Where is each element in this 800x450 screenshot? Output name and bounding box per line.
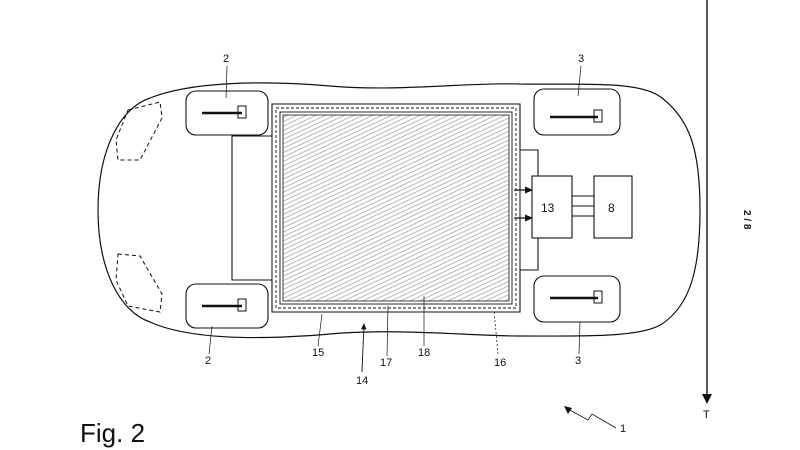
axis-label: T <box>703 409 710 421</box>
block-8-label: 8 <box>608 201 615 215</box>
leader-1 <box>565 407 617 429</box>
battery-housing-outer <box>271 103 521 313</box>
label-wheel-rear-right: 3 <box>575 355 581 367</box>
label-18: 18 <box>418 347 430 359</box>
axis-arrowhead <box>702 394 712 404</box>
headlight-upper-outline <box>115 101 163 161</box>
leader-15 <box>317 313 323 347</box>
leader-wheel-front-left <box>225 65 228 99</box>
label-16: 16 <box>494 357 506 369</box>
leader-wheel-front-right <box>208 325 213 355</box>
leader-1-arrowhead <box>564 406 572 414</box>
wheel-front-left <box>185 90 269 136</box>
battery-cell-area-hatched <box>282 114 510 302</box>
block-13-label: 13 <box>541 201 555 215</box>
leader-wheel-rear-left <box>577 65 582 97</box>
leader-17 <box>386 305 389 357</box>
block-8 <box>593 175 633 239</box>
label-wheel-front-left: 2 <box>223 53 229 65</box>
label-1: 1 <box>620 423 626 435</box>
leader-14 <box>361 323 367 373</box>
vehicle-body-outline <box>97 82 701 339</box>
label-wheel-rear-left: 3 <box>578 53 584 65</box>
label-17: 17 <box>380 357 392 369</box>
battery-housing-dashed-layer <box>275 107 517 309</box>
figure-caption: Fig. 2 <box>80 418 145 448</box>
page-number: 2 / 8 <box>741 210 752 230</box>
wheel-rear-right <box>533 275 621 323</box>
wheel-rear-left <box>533 88 621 136</box>
headlight-lower-outline <box>115 253 163 313</box>
leader-wheel-rear-right <box>578 321 581 355</box>
label-14: 14 <box>356 375 368 387</box>
label-wheel-front-right: 2 <box>205 355 211 367</box>
wheel-front-right <box>185 283 269 329</box>
block-13 <box>531 175 573 239</box>
battery-housing-inner-wall <box>279 111 513 305</box>
leader-16 <box>493 309 499 355</box>
label-15: 15 <box>312 347 324 359</box>
